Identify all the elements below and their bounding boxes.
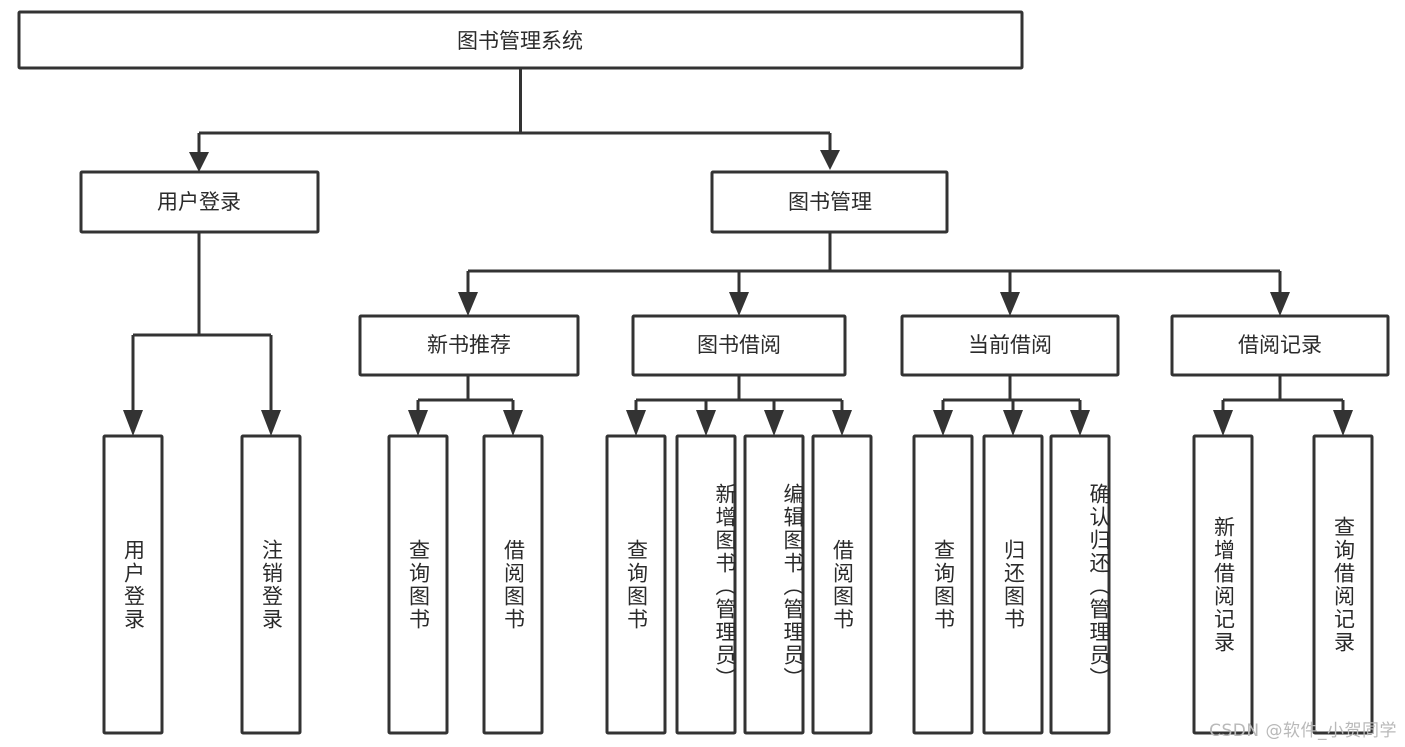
arrow-head-leaf-logout-login (261, 410, 281, 436)
node-box-leaf-confirm-return-admin[interactable] (1049, 434, 1111, 735)
node-box-leaf-query-book-2[interactable] (605, 434, 667, 735)
node-box-leaf-query-book-3[interactable] (912, 434, 974, 735)
connector-layer (123, 68, 1353, 436)
arrow-head-leaf-add-borrow-record (1213, 410, 1233, 436)
node-label-user-login: 用户登录 (157, 190, 241, 214)
node-label-new-book-recommend: 新书推荐 (427, 333, 511, 357)
node-box-book-borrow[interactable] (631, 314, 847, 377)
arrow-head-borrow-record (1270, 292, 1290, 316)
arrow-head-leaf-edit-book-admin (764, 410, 784, 436)
arrow-head-bookmanage (820, 150, 840, 170)
node-box-current-borrow[interactable] (900, 314, 1120, 377)
node-box-root[interactable] (17, 10, 1024, 70)
arrow-head-leaf-user-login (123, 410, 143, 436)
arrow-head-current-borrow (1000, 292, 1020, 316)
csdn-watermark: CSDN @软件_小贺同学 (1209, 721, 1397, 741)
node-box-leaf-add-book-admin[interactable] (675, 434, 737, 735)
arrow-head-leaf-confirm-return-admin (1070, 410, 1090, 436)
node-box-leaf-add-borrow-record[interactable] (1192, 434, 1254, 735)
arrow-head-leaf-query-book-1 (408, 410, 428, 436)
node-box-leaf-edit-book-admin[interactable] (743, 434, 805, 735)
arrow-head-leaf-borrow-book-2 (832, 410, 852, 436)
arrow-head-userlogin (189, 152, 209, 172)
arrow-head-leaf-borrow-book-1 (503, 410, 523, 436)
node-box-leaf-query-book-1[interactable] (387, 434, 449, 735)
arrow-head-book-borrow (729, 292, 749, 316)
node-box-new-book-recommend[interactable] (358, 314, 580, 377)
node-label-borrow-record: 借阅记录 (1238, 333, 1322, 357)
arrow-head-leaf-query-book-2 (626, 410, 646, 436)
node-box-leaf-return-book[interactable] (982, 434, 1044, 735)
arrow-head-new-book-recommend (458, 292, 478, 316)
node-box-user-login[interactable] (79, 170, 320, 234)
node-box-leaf-logout-login[interactable] (240, 434, 302, 735)
node-box-leaf-query-borrow-record[interactable] (1312, 434, 1374, 735)
node-box-borrow-record[interactable] (1170, 314, 1390, 377)
node-label-root: 图书管理系统 (457, 29, 583, 53)
node-label-book-manage: 图书管理 (788, 190, 872, 214)
node-label-current-borrow: 当前借阅 (968, 333, 1052, 357)
arrow-head-leaf-query-borrow-record (1333, 410, 1353, 436)
arrow-head-leaf-return-book (1003, 410, 1023, 436)
node-box-leaf-borrow-book-2[interactable] (811, 434, 873, 735)
node-box-leaf-borrow-book-1[interactable] (482, 434, 544, 735)
arrow-head-leaf-add-book-admin (696, 410, 716, 436)
node-box-leaf-user-login[interactable] (102, 434, 164, 735)
node-box-book-manage[interactable] (710, 170, 949, 234)
arrow-head-leaf-query-book-3 (933, 410, 953, 436)
node-layer: 图书管理系统 用户登录 图书管理 新书推荐 图书借阅 当前借阅 借阅记录 (17, 10, 1390, 735)
node-label-book-borrow: 图书借阅 (697, 333, 781, 357)
